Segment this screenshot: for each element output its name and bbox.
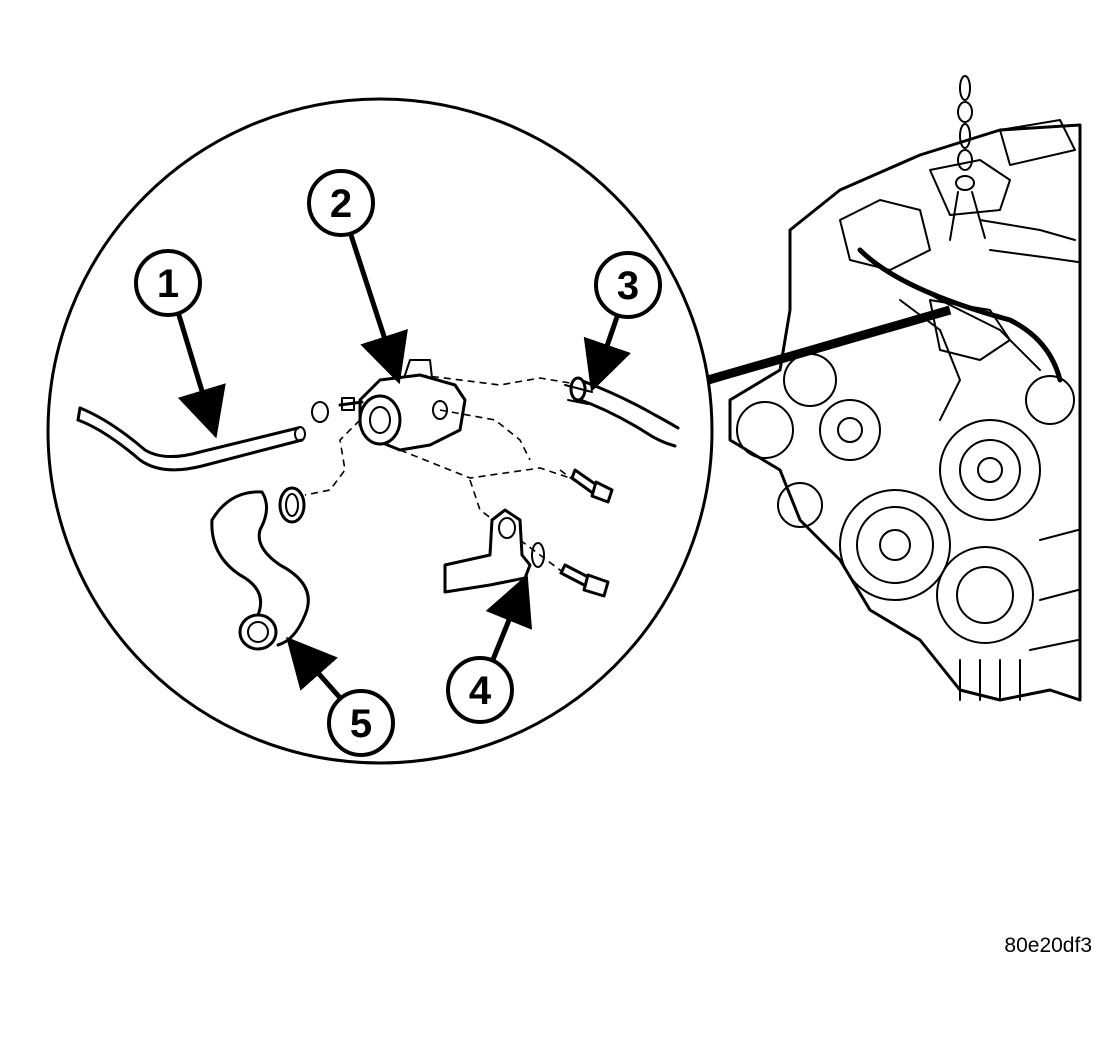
bolt-upper bbox=[570, 468, 614, 504]
callout-1-label: 1 bbox=[157, 262, 179, 306]
callout-1: 1 bbox=[134, 249, 226, 439]
callout-5-label: 5 bbox=[350, 702, 372, 746]
callout-3-label: 3 bbox=[617, 264, 639, 308]
detail-magnification-circle bbox=[46, 97, 714, 765]
callout-5: 5 bbox=[286, 636, 395, 757]
callout-4: 4 bbox=[446, 574, 533, 724]
hose-clamp bbox=[278, 486, 306, 524]
engine-illustration bbox=[728, 75, 1082, 702]
hose-part-5 bbox=[210, 490, 310, 651]
hose-part-3 bbox=[564, 376, 680, 448]
callout-4-label: 4 bbox=[469, 669, 492, 713]
detail-leader-line bbox=[706, 305, 952, 385]
valve-part-2 bbox=[338, 359, 467, 452]
callout-2: 2 bbox=[307, 169, 408, 385]
bolt-lower bbox=[559, 563, 610, 598]
callout-3: 3 bbox=[583, 251, 662, 393]
bracket-part-4 bbox=[443, 508, 545, 594]
lifting-chain bbox=[949, 75, 986, 241]
hose-part-1 bbox=[76, 401, 329, 472]
figure-id: 80e20df3 bbox=[1004, 934, 1092, 957]
callout-2-label: 2 bbox=[330, 182, 352, 226]
